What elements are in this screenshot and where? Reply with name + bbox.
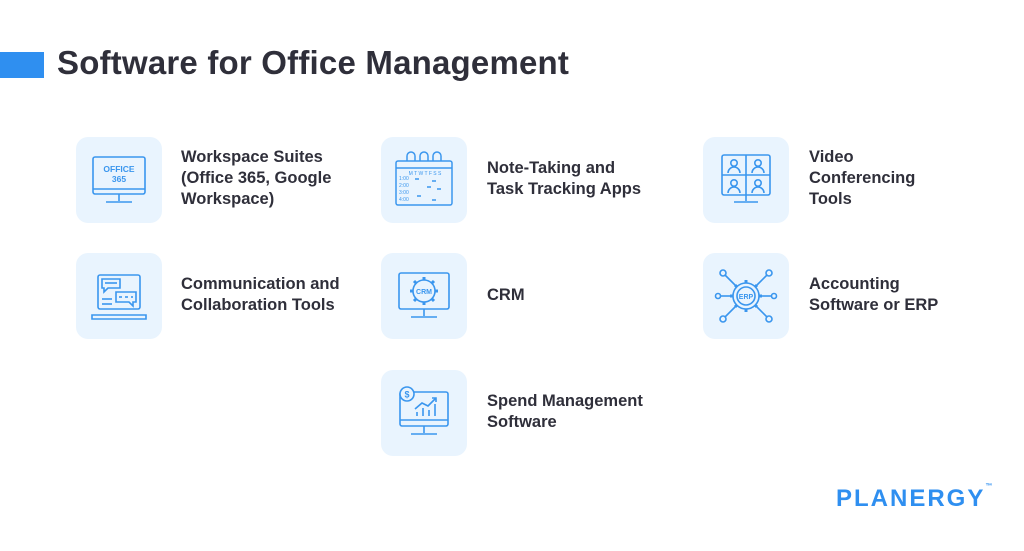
calendar-time-text: 1:00 <box>399 176 409 182</box>
page-title: Software for Office Management <box>57 44 570 81</box>
office-365-icon-text: 365 <box>112 174 126 184</box>
spend-chart-monitor-icon: $ <box>399 386 449 435</box>
item-label: Note-Taking and Task Tracking Apps <box>487 159 642 198</box>
calendar-time-text: 4:00 <box>399 197 409 203</box>
dollar-icon-text: $ <box>404 390 409 400</box>
spend-tile: $ <box>381 370 467 456</box>
brand-name: PLANERGY <box>836 485 986 512</box>
item-label: Workspace Suites (Office 365, Google Wor… <box>181 148 332 208</box>
video-tile <box>703 137 789 223</box>
crm-tile: CRM <box>381 253 467 339</box>
title-accent-bar <box>0 52 44 78</box>
calendar-time-text: 2:00 <box>399 183 409 189</box>
communication-tile <box>76 253 162 339</box>
workspace-tile: OFFICE 365 <box>76 137 162 223</box>
item-label: Communication and Collaboration Tools <box>181 275 340 314</box>
office-365-monitor-icon: OFFICE 365 <box>92 156 146 203</box>
calendar-time-text: 3:00 <box>399 190 409 196</box>
erp-icon-text: ERP <box>739 294 754 301</box>
office-icon-text: OFFICE <box>103 164 134 174</box>
calendar-days-text: M T W T F S S <box>409 171 442 177</box>
brand-logo: PLANERGY™ <box>836 483 993 513</box>
erp-tile: ERP <box>703 253 789 339</box>
trademark-mark: ™ <box>985 483 993 490</box>
calendar-schedule-icon: M T W T F S S 1:00 2:00 3:00 4:00 <box>395 151 453 206</box>
note-taking-tile: M T W T F S S 1:00 2:00 3:00 4:00 <box>381 137 467 223</box>
item-label: Accounting Software or ERP <box>809 275 939 314</box>
item-label: Video Conferencing Tools <box>809 148 916 208</box>
video-conference-icon <box>721 154 771 203</box>
crm-gear-monitor-icon: CRM <box>398 272 450 318</box>
crm-icon-text: CRM <box>416 289 432 296</box>
item-label: CRM <box>487 286 525 304</box>
item-label: Spend Management Software <box>487 392 643 431</box>
chat-laptop-icon <box>91 274 147 320</box>
erp-network-gear-icon: ERP <box>714 269 778 323</box>
